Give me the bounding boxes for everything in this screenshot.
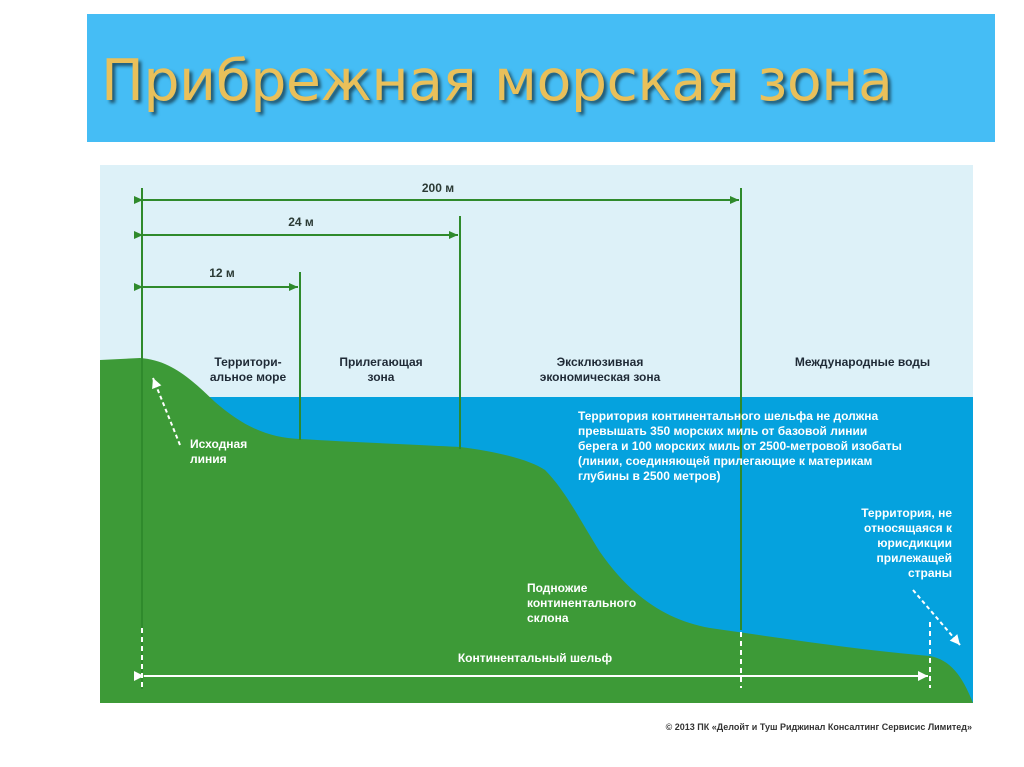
title-band (87, 14, 995, 142)
label-12-miles: 12 м (209, 266, 235, 280)
copyright-text: © 2013 ПК «Делойт и Туш Риджинал Консалт… (665, 722, 972, 732)
annotation-shelf-note: Территория континентального шельфа не до… (578, 409, 902, 483)
annotation-baseline: Исходная линия (190, 437, 248, 466)
zone-eez: Эксклюзивная экономическая зона (539, 355, 661, 384)
zone-territorial-sea: Территори- альное море (209, 355, 287, 384)
zone-contiguous: Прилегающая зона (339, 355, 423, 384)
baseline-pointer-arrow (152, 377, 181, 446)
label-24-miles: 24 м (288, 215, 314, 229)
annotation-not-jurisdiction: Территория, не относящаяся к юрисдикции … (861, 506, 952, 580)
label-200-miles: 200 м (421, 181, 455, 195)
annotation-slope-foot: Подножие континентального склона (527, 581, 637, 625)
annotation-continental-shelf: Континентальный шельф (457, 651, 613, 665)
not-jurisdiction-pointer-arrow (912, 589, 961, 646)
zone-international-waters: Международные воды (794, 355, 931, 369)
page-title: Прибрежная морская зона (101, 48, 893, 114)
seabed-land (100, 358, 973, 703)
